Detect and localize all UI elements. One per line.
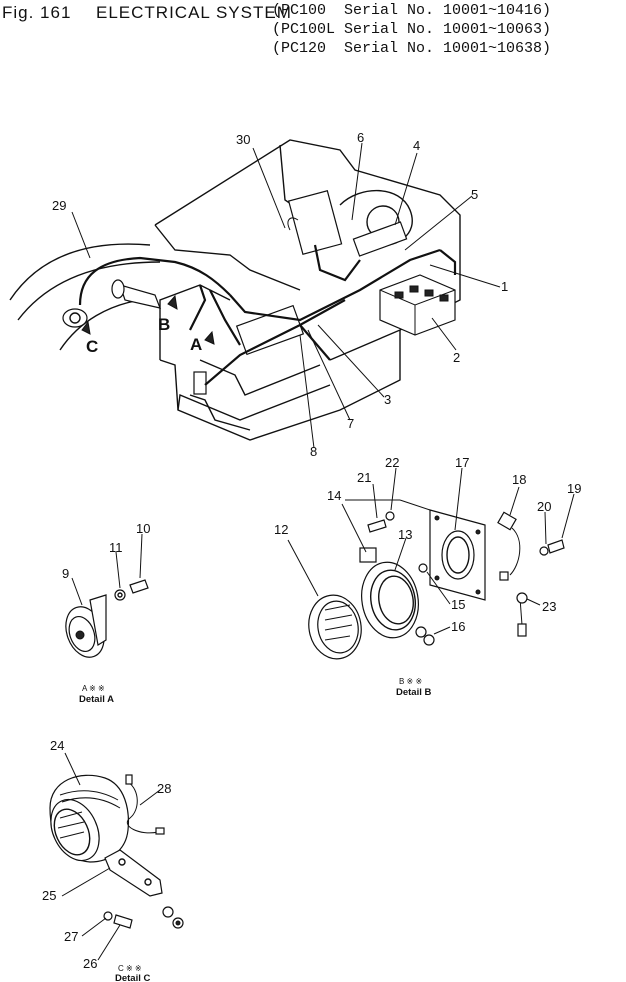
callout-25: 25 (42, 888, 56, 903)
view-marker-b: B (158, 315, 170, 334)
view-marker-a: A (190, 335, 202, 354)
callout-1: 1 (501, 279, 508, 294)
figure-number: Fig. 161 (2, 3, 72, 22)
callout-9: 9 (62, 566, 69, 581)
detail-b-work-light (287, 467, 575, 660)
detail-b-marks: B ※ ※ (399, 677, 422, 686)
callout-8: 8 (310, 444, 317, 459)
callout-19: 19 (567, 481, 581, 496)
callout-6: 6 (357, 130, 364, 145)
wiring-harness (78, 217, 457, 386)
callout-7: 7 (347, 416, 354, 431)
callout-5: 5 (471, 187, 478, 202)
callout-30: 30 (236, 132, 250, 147)
callout-26: 26 (83, 956, 97, 971)
detail-c-label: Detail C (115, 973, 151, 982)
detail-a-callouts: 9 11 10 (62, 521, 150, 581)
figure-title: ELECTRICAL SYSTEM (96, 3, 292, 22)
callout-20: 20 (537, 499, 551, 514)
callout-10: 10 (136, 521, 150, 536)
callout-15: 15 (451, 597, 465, 612)
callout-2: 2 (453, 350, 460, 365)
callout-12: 12 (274, 522, 288, 537)
callout-23: 23 (542, 599, 556, 614)
detail-a-horn (65, 533, 149, 658)
callout-3: 3 (384, 392, 391, 407)
detail-a-marks: A ※ ※ (82, 684, 105, 693)
callout-13: 13 (398, 527, 412, 542)
callout-27: 27 (64, 929, 78, 944)
view-marker-c: C (86, 337, 98, 356)
detail-c-lamp (49, 752, 184, 961)
detail-b-label: Detail B (396, 687, 432, 698)
battery (379, 274, 456, 336)
serial-range-pc120: (PC120 Serial No. 10001~10638) (272, 40, 552, 57)
machine-frame (9, 139, 461, 441)
main-callouts: 29 30 6 4 5 1 2 3 7 8 (52, 130, 508, 459)
callout-4: 4 (413, 138, 420, 153)
callout-28: 28 (157, 781, 171, 796)
view-markers: A B C (86, 315, 202, 356)
callout-24: 24 (50, 738, 64, 753)
callout-18: 18 (512, 472, 526, 487)
callout-16: 16 (451, 619, 465, 634)
detail-b-callouts: 12 14 13 21 22 17 18 20 19 23 15 16 (274, 455, 581, 634)
callout-29: 29 (52, 198, 66, 213)
detail-c-marks: C ※ ※ (118, 964, 142, 973)
callout-21: 21 (357, 470, 371, 485)
callout-17: 17 (455, 455, 469, 470)
callout-14: 14 (327, 488, 341, 503)
callout-22: 22 (385, 455, 399, 470)
detail-a-label: Detail A (79, 694, 114, 705)
callout-11: 11 (109, 540, 123, 555)
leader-lines (71, 142, 501, 449)
detail-c-callouts: 24 28 25 27 26 (42, 738, 171, 971)
serial-range-pc100: (PC100 Serial No. 10001~10416) (272, 2, 552, 19)
serial-range-pc100l: (PC100L Serial No. 10001~10063) (272, 21, 552, 38)
